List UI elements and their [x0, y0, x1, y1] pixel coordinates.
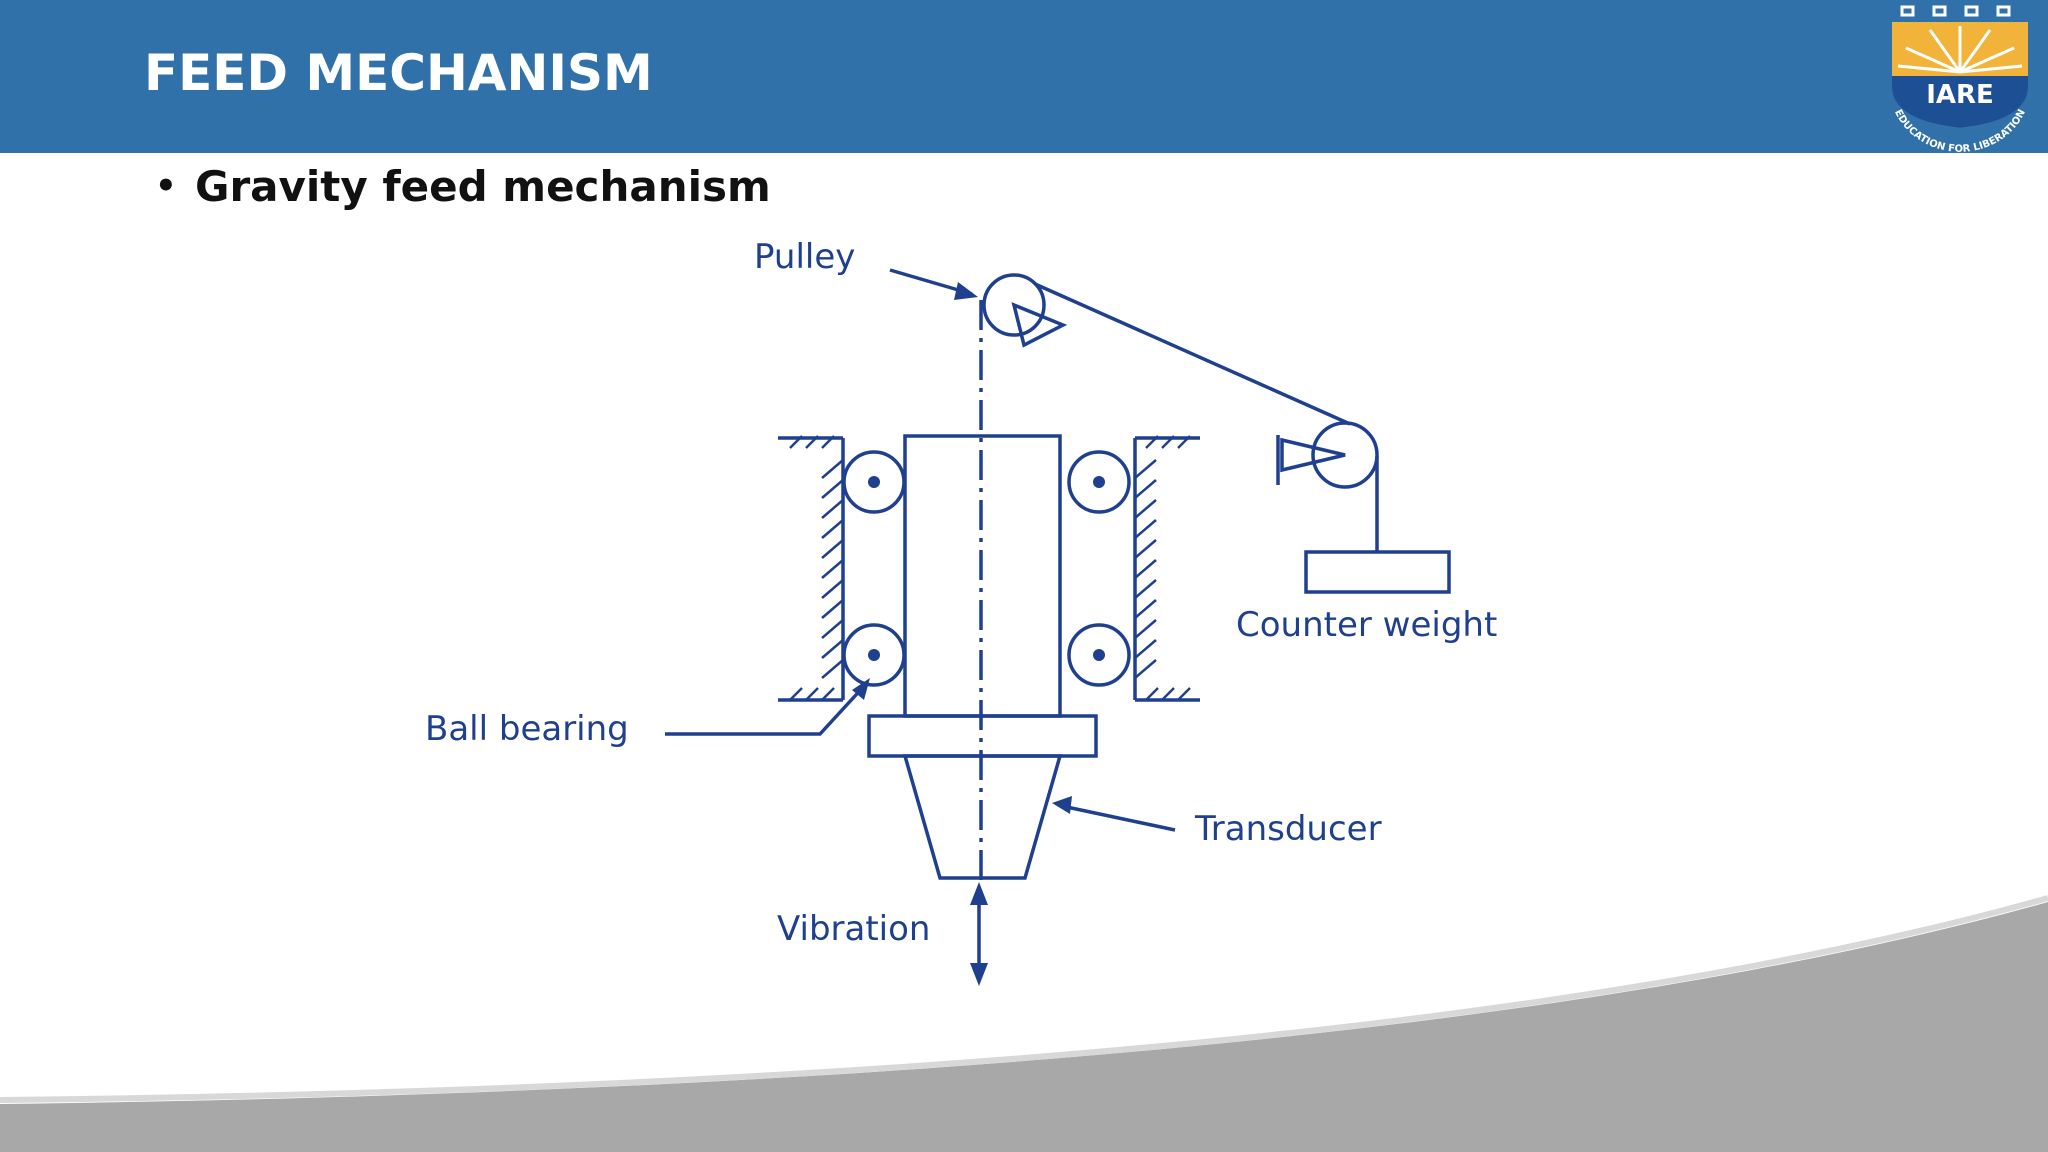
logo-year-squares — [1900, 5, 2011, 17]
slide-title: FEED MECHANISM — [144, 44, 653, 102]
left-housing-wall — [778, 435, 845, 702]
iare-logo: IARE EDUCATION FOR LIBERATION — [1892, 5, 2028, 153]
transducer-horn — [902, 754, 1063, 880]
top-pulley — [982, 273, 1046, 337]
logo-sun-rays — [1897, 26, 2023, 74]
ball-bearings — [842, 450, 1131, 687]
label-counter-weight: Counter weight — [1236, 605, 1497, 645]
transducer-leader — [1061, 804, 1176, 832]
counter-weight-block — [1304, 550, 1451, 594]
bullet-item: • Gravity feed mechanism — [155, 162, 771, 211]
logo-band — [1892, 76, 2028, 128]
cable — [1034, 282, 1351, 426]
bullet-text: Gravity feed mechanism — [195, 162, 771, 211]
label-pulley: Pulley — [754, 237, 855, 277]
logo-name: IARE — [1926, 80, 1994, 110]
ball-bearing-leader — [665, 682, 868, 736]
slide-header: FEED MECHANISM IARE EDUCATION FOR LIBE — [0, 0, 2048, 153]
right-housing-wall — [1133, 435, 1200, 702]
top-pulley-support — [1011, 302, 1068, 348]
label-transducer: Transducer — [1194, 809, 1382, 849]
label-ball-bearing: Ball bearing — [425, 709, 629, 749]
label-vibration: Vibration — [777, 909, 930, 949]
bullet-dot: • — [155, 166, 177, 206]
counterweight-pulley-support — [1280, 437, 1346, 473]
